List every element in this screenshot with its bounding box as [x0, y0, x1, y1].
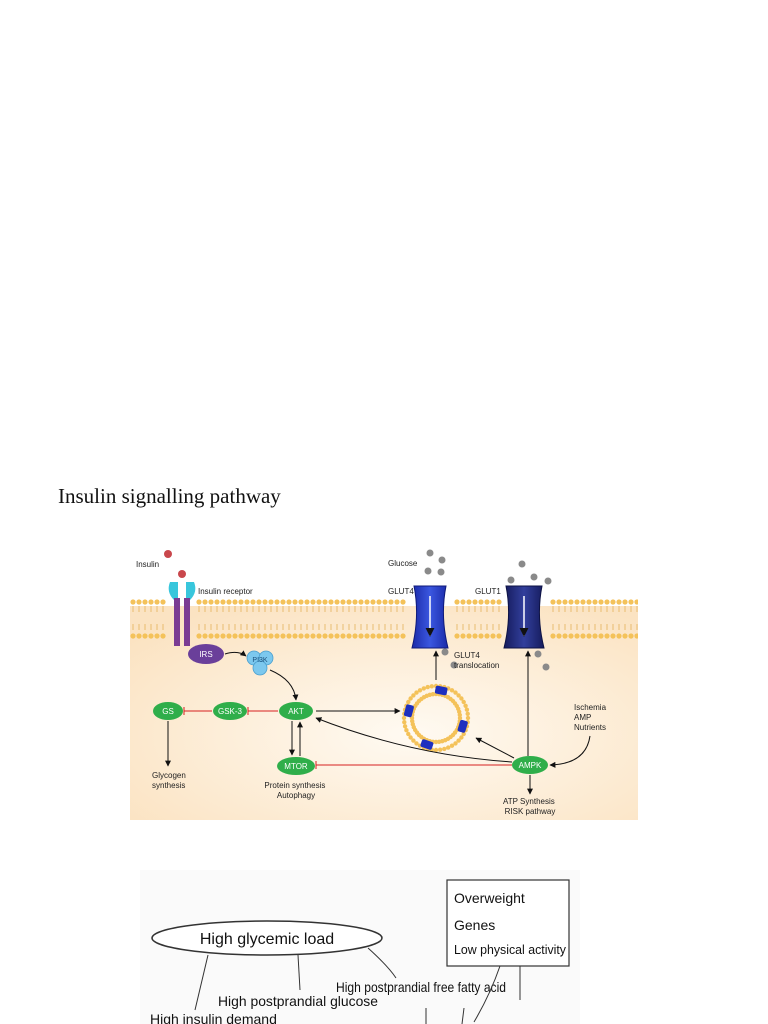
glut4-transporter	[411, 585, 449, 649]
protein-synthesis-label: Protein synthesis Autophagy	[264, 781, 327, 800]
glut4-vesicle	[401, 683, 471, 753]
pi3k-label: PI3K	[252, 657, 268, 664]
risk-factor-box	[446, 879, 570, 967]
glut4-label: GLUT4	[388, 587, 414, 596]
irs-node	[188, 644, 224, 664]
arrow-mid-2	[461, 1007, 465, 1024]
glucose-label: Glucose	[388, 559, 418, 568]
akt-label: AKT	[288, 707, 304, 716]
gsk3-label: GSK-3	[218, 707, 243, 716]
arrow-pi3k-akt	[269, 669, 299, 701]
stimuli-label: Ischemia AMP Nutrients	[574, 703, 608, 732]
irs-label: IRS	[199, 650, 212, 659]
arrow-load-fatty-acid	[367, 947, 397, 979]
insulin-receptor-label: Insulin receptor	[198, 587, 253, 596]
atp-synthesis-label: ATP Synthesis RISK pathway	[503, 797, 557, 816]
inhibit-ampk-mtor	[315, 761, 512, 769]
mtor-node	[277, 757, 315, 775]
mtor-label: MTOR	[284, 762, 308, 771]
arrow-box-down-2	[473, 965, 501, 1023]
ampk-label: AMPK	[519, 761, 542, 770]
insulin-molecule	[178, 570, 186, 578]
glut1-label: GLUT1	[475, 587, 501, 596]
glycemic-load-label: High glycemic load	[200, 931, 334, 948]
gsk3-node	[213, 702, 247, 720]
box-line-activity: Low physical activity	[454, 942, 566, 957]
arrow-ampk-vesicle	[475, 737, 515, 759]
page-heading: Insulin signalling pathway	[58, 484, 281, 508]
insulin-molecule	[164, 550, 172, 558]
inhibit-gsk3-gs	[183, 707, 212, 715]
arrow-irs-pi3k	[224, 650, 247, 657]
gs-label: GS	[162, 707, 174, 716]
glut1-transporter	[503, 585, 545, 649]
arrow-load-glucose	[297, 954, 301, 991]
gs-node	[153, 702, 183, 720]
glycogen-synthesis-label: Glycogen synthesis	[152, 771, 188, 790]
box-line-genes: Genes	[454, 917, 495, 933]
arrow-load-insulin	[194, 954, 209, 1011]
insulin-receptor	[168, 582, 196, 646]
ampk-node	[512, 756, 548, 774]
glycemic-load-ellipse	[151, 920, 383, 956]
arrow-ampk-akt	[315, 717, 513, 763]
cell-membrane	[130, 599, 638, 639]
insulin-label: Insulin	[136, 560, 159, 569]
free-fatty-acid-label: High postprandial free fatty acid	[336, 979, 506, 995]
insulin-pathway-diagram: Insulin Insulin receptor Glucose GLUT4 G…	[130, 549, 638, 820]
box-line-overweight: Overweight	[454, 890, 525, 906]
glut4-translocation-label: GLUT4 translocation	[454, 651, 499, 670]
postprandial-glucose-label: High postprandial glucose	[218, 993, 378, 1009]
pi3k-node	[246, 650, 274, 676]
glycemic-load-diagram: Overweight Genes Low physical activity H…	[140, 870, 580, 1024]
arrow-stimuli-ampk	[549, 735, 591, 768]
akt-node	[279, 702, 313, 720]
insulin-demand-label: High insulin demand	[150, 1011, 277, 1024]
glucose-molecules	[424, 549, 552, 671]
inhibit-akt-gsk3	[247, 707, 278, 715]
